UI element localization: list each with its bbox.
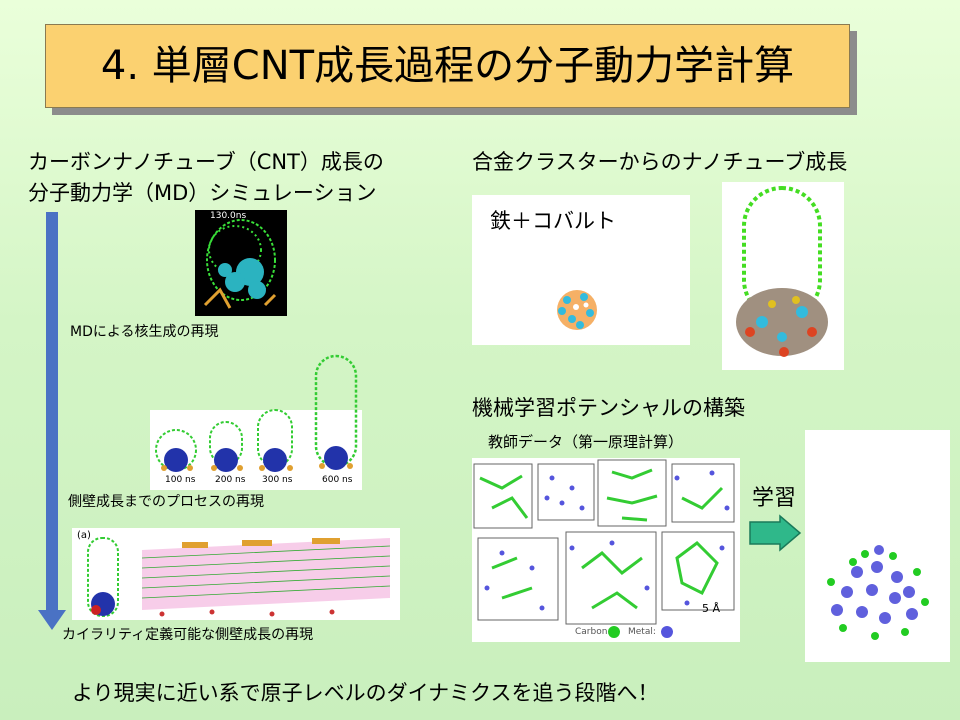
growth-time-4: 600 ns bbox=[322, 475, 353, 485]
training-data-image bbox=[472, 458, 740, 642]
left-heading: カーボンナノチューブ（CNT）成長の 分子動力学（MD）シミュレーション bbox=[28, 147, 448, 209]
metal-legend-icon bbox=[661, 626, 673, 638]
sim-time-label: 130.0ns bbox=[210, 211, 247, 221]
caption-sidewall: 側壁成長までのプロセスの再現 bbox=[68, 494, 264, 510]
result-cluster-image bbox=[825, 542, 929, 640]
slide-title: 4. 単層CNT成長過程の分子動力学計算 bbox=[100, 43, 795, 89]
panel-label: (a) bbox=[77, 530, 91, 541]
legend-metal-label: Metal: bbox=[628, 627, 656, 637]
left-heading-line1: カーボンナノチューブ（CNT）成長の bbox=[28, 150, 384, 174]
teacher-data-label: 教師データ（第一原理計算） bbox=[488, 433, 684, 451]
result-panel bbox=[805, 430, 950, 662]
caption-chirality: カイラリティ定義可能な側壁成長の再現 bbox=[62, 627, 314, 643]
right-arrow-icon bbox=[749, 514, 802, 552]
alloy-panel: 鉄＋コバルト bbox=[472, 195, 690, 345]
chirality-image bbox=[72, 528, 400, 620]
bottom-text: より現実に近い系で原子レベルのダイナミクスを追う段階へ！ bbox=[72, 681, 659, 705]
alloy-label: 鉄＋コバルト bbox=[490, 209, 616, 233]
right-heading: 合金クラスターからのナノチューブ成長 bbox=[472, 150, 848, 174]
left-heading-line2: 分子動力学（MD）シミュレーション bbox=[28, 181, 377, 205]
scale-label: 5 Å bbox=[702, 602, 721, 615]
alloy-tube-image bbox=[722, 182, 844, 370]
growth-time-1: 100 ns bbox=[165, 475, 196, 485]
growth-sequence-image bbox=[150, 354, 362, 490]
caption-nucleation: MDによる核生成の再現 bbox=[70, 324, 219, 340]
legend-carbon-label: Carbon: bbox=[575, 627, 611, 637]
growth-time-3: 300 ns bbox=[262, 475, 293, 485]
down-arrow-icon bbox=[38, 212, 66, 630]
alloy-cluster-image bbox=[557, 290, 597, 330]
learn-label: 学習 bbox=[752, 486, 797, 511]
ml-heading: 機械学習ポテンシャルの構築 bbox=[472, 396, 745, 420]
nucleation-image bbox=[195, 210, 287, 316]
carbon-legend-icon bbox=[608, 626, 620, 638]
title-box: 4. 単層CNT成長過程の分子動力学計算 bbox=[45, 24, 850, 108]
growth-time-2: 200 ns bbox=[215, 475, 246, 485]
